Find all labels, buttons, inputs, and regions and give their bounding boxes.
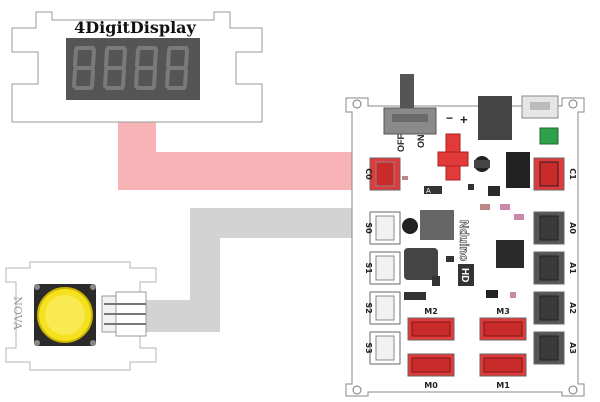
port-label-s3: S3	[364, 342, 373, 353]
port-label-a3: A3	[568, 342, 577, 354]
ic-chip	[506, 152, 530, 188]
nova-brand-label: NOVA	[11, 296, 24, 331]
port-a1[interactable]: A1	[533, 251, 577, 285]
hd-label: HD	[459, 268, 470, 282]
port-c1[interactable]: C1	[533, 157, 577, 191]
port-label-a2: A2	[568, 302, 577, 314]
display-module[interactable]: 4DigitDisplay	[11, 11, 263, 123]
nduino-board: OFF ON − + A Nduino HD	[345, 74, 585, 397]
port-a3[interactable]: A3	[533, 331, 577, 365]
motor-label-m3: M3	[496, 307, 510, 316]
red-wire	[118, 118, 368, 190]
port-label-a1: A1	[568, 262, 577, 274]
switch-on-label: ON	[416, 135, 426, 149]
inductor	[404, 248, 438, 280]
digit-4	[165, 46, 189, 90]
gray-wire	[140, 208, 368, 332]
seven-segment-digits	[72, 46, 189, 90]
green-led	[539, 127, 559, 145]
motor-port-m0[interactable]: M0	[407, 353, 455, 390]
nduino-brand: Nduino	[457, 220, 471, 261]
port-s0[interactable]: S0	[364, 211, 401, 245]
motor-port-m3[interactable]: M3	[479, 307, 527, 341]
switch-off-label: OFF	[396, 134, 406, 152]
port-label-s2: S2	[364, 302, 373, 313]
display-title: 4DigitDisplay	[74, 18, 196, 37]
motor-label-m2: M2	[424, 307, 438, 316]
plus-label: +	[460, 112, 468, 127]
port-s3[interactable]: S3	[364, 331, 401, 365]
port-label-s0: S0	[364, 222, 373, 234]
motor-port-m1[interactable]: M1	[479, 353, 527, 390]
port-c0[interactable]: C0	[364, 157, 401, 191]
digit-1	[72, 46, 96, 90]
port-label-a0: A0	[568, 222, 577, 234]
chip-a-label: A	[426, 188, 431, 195]
power-switch-knob[interactable]	[400, 74, 414, 110]
port-a0[interactable]: A0	[533, 211, 577, 245]
processor-chip	[420, 210, 454, 240]
port-s1[interactable]: S1	[364, 251, 401, 285]
mcu-chip	[496, 240, 524, 268]
port-label-s1: S1	[364, 262, 373, 274]
button-module[interactable]: NOVA	[5, 261, 157, 371]
motor-label-m1: M1	[496, 381, 510, 390]
port-label-c0: C0	[364, 168, 373, 180]
battery-connector	[478, 96, 512, 140]
minus-label: −	[446, 111, 453, 125]
port-s2[interactable]: S2	[364, 291, 401, 325]
port-a2[interactable]: A2	[533, 291, 577, 325]
port-label-c1: C1	[568, 168, 577, 180]
motor-port-m2[interactable]: M2	[407, 307, 455, 341]
digit-3	[134, 46, 158, 90]
digit-2	[103, 46, 127, 90]
motor-label-m0: M0	[424, 381, 438, 390]
